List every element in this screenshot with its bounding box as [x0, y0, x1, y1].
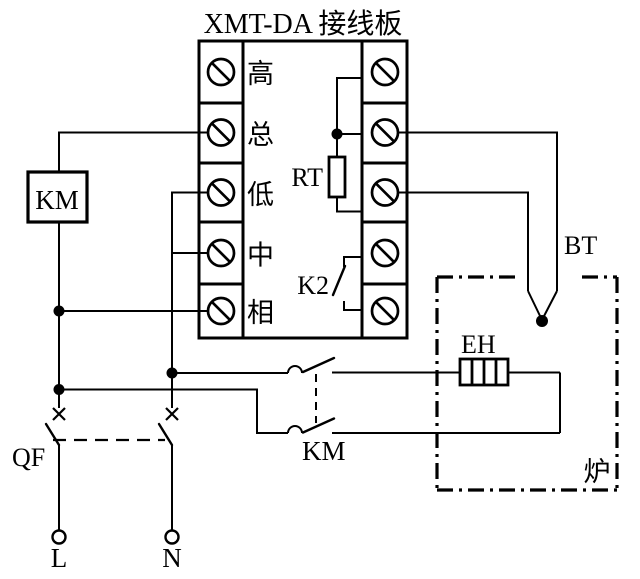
heater-label: EH — [461, 330, 496, 359]
thermocouple-label: BT — [564, 231, 597, 260]
k2-contact-blade — [331, 264, 347, 297]
contactor-contacts-symbol — [287, 356, 336, 434]
screw-terminal-icon — [370, 118, 400, 147]
resistor-rt-symbol — [327, 155, 347, 199]
screw-terminal-icon — [370, 57, 400, 87]
screw-terminal-icon — [206, 238, 236, 268]
breaker-label: QF — [12, 443, 45, 472]
line-terminal-node — [51, 529, 67, 545]
breaker-terminal-x-right — [165, 407, 179, 421]
resistor-label: RT — [291, 163, 323, 192]
contactor-coil-symbol — [26, 170, 89, 224]
junction-dots — [53, 128, 548, 395]
furnace-label: 炉 — [584, 457, 611, 487]
line-terminal-label: L — [51, 543, 68, 573]
screw-terminal-icon — [206, 178, 236, 207]
contactor-contact-label: KM — [302, 436, 346, 466]
wire-thermocouple-leads — [398, 131, 558, 320]
wire-k2-stubs — [343, 256, 362, 311]
breaker-qf-symbol — [44, 407, 180, 545]
screw-terminal-icon — [206, 118, 236, 147]
neutral-terminal-label: N — [162, 543, 182, 573]
wire-coil-top — [58, 131, 208, 172]
neutral-terminal-node — [164, 529, 180, 545]
breaker-blade-right — [157, 422, 174, 447]
wire-breaker-outputs — [58, 445, 173, 531]
contact-hook-bottom — [287, 425, 303, 434]
terminal-label-middle: 中 — [247, 241, 274, 271]
contact-blade-bottom — [301, 417, 336, 434]
screw-terminal-icon — [370, 296, 400, 326]
screw-terminal-icon — [370, 238, 400, 268]
connection-wires — [58, 77, 561, 531]
terminal-label-phase: 相 — [247, 298, 274, 328]
terminal-board-outline — [197, 39, 409, 340]
wire-to-bottom-contact — [59, 388, 288, 434]
wire-heater-right-loop — [508, 371, 561, 433]
terminal-label-high: 高 — [247, 59, 274, 89]
terminal-label-low: 低 — [247, 180, 274, 210]
contactor-coil-label: KM — [35, 185, 79, 215]
screw-terminal-icon — [206, 296, 236, 326]
screw-terminal-icon — [206, 57, 236, 87]
heater-eh-symbol — [458, 357, 510, 387]
terminal-label-common: 总 — [247, 120, 274, 150]
breaker-terminal-x-left — [52, 407, 66, 421]
screw-terminal-icon — [370, 178, 400, 207]
alarm-contact-label: K2 — [297, 271, 329, 300]
contact-hook-top — [287, 365, 303, 374]
breaker-blade-left — [44, 422, 61, 447]
contact-blade-top — [301, 356, 336, 374]
thermocouple-junction-dot — [536, 315, 548, 327]
wire-low-jumper-neutral — [171, 191, 208, 408]
diagram-title: XMT-DA 接线板 — [204, 8, 403, 40]
furnace-boundary — [435, 275, 619, 492]
